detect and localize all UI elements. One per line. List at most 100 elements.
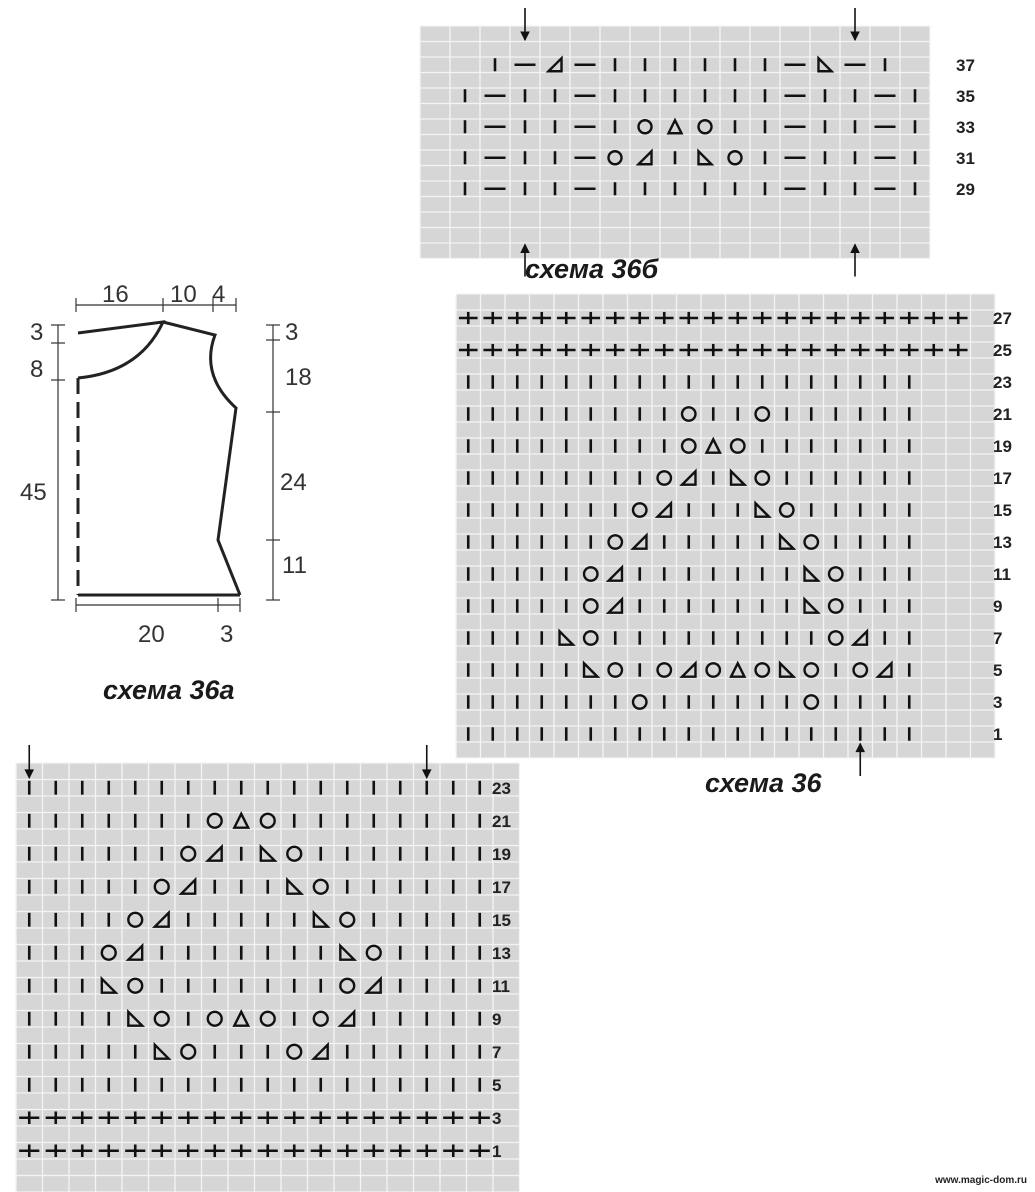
dim-left-2: 8 [30,356,43,383]
ssk-right-symbol [312,909,331,928]
garter-stitch-symbol [125,1111,146,1125]
ssk-right-symbol [697,148,715,166]
yarn-over-symbol [339,977,356,994]
garter-stitch-symbol [507,343,527,357]
garter-stitch-symbol [483,311,503,325]
garter-stitch-symbol [98,1111,119,1125]
row-number-label: 19 [993,437,1012,456]
row-number-label: 11 [492,977,510,996]
garter-stitch-symbol [257,1144,278,1158]
garment-schematic: 16 10 4 3 8 45 3 18 24 11 20 3 [20,281,312,648]
yarn-over-symbol [100,944,117,961]
double-decrease-symbol [704,436,722,454]
garter-stitch-symbol [416,1144,437,1158]
arrow-down-icon [850,8,860,42]
garter-stitch-symbol [151,1111,172,1125]
garter-stitch-symbol [875,343,895,357]
double-decrease-symbol [666,117,684,135]
yarn-over-symbol [680,406,697,422]
garter-stitch-symbol [483,343,503,357]
k2tog-left-symbol [125,942,144,961]
yarn-over-symbol [803,662,820,678]
garter-stitch-symbol [284,1144,305,1158]
yarn-over-symbol [180,845,197,862]
yarn-over-symbol [127,911,144,928]
row-number-label: 21 [993,405,1012,424]
k2tog-left-symbol [605,596,624,614]
garter-stitch-symbol [654,311,674,325]
garter-stitch-symbol [443,1144,464,1158]
garter-stitch-symbol [801,311,821,325]
garter-stitch-symbol [850,343,870,357]
yarn-over-symbol [206,1010,223,1027]
garter-stitch-symbol [948,343,968,357]
garter-stitch-symbol [151,1144,172,1158]
chart-36a-caption: схема 36а [103,675,235,705]
garter-stitch-symbol [443,1111,464,1125]
ssk-right-symbol [259,843,278,862]
yarn-over-symbol [312,878,329,895]
garter-stitch-symbol [532,343,552,357]
ssk-right-symbol [127,1008,146,1027]
dim-top-2: 10 [170,281,197,308]
row-number-label: 11 [993,565,1011,584]
k2tog-left-symbol [875,660,893,678]
ssk-right-symbol [582,660,601,678]
dim-left-3: 45 [20,479,47,506]
yarn-over-symbol [705,662,722,678]
arrow-up-icon [850,243,860,277]
garter-stitch-symbol [204,1111,225,1125]
row-number-label: 9 [993,597,1002,616]
garter-stitch-symbol [363,1111,384,1125]
garter-stitch-symbol [178,1111,199,1125]
garter-stitch-symbol [899,343,919,357]
garter-stitch-symbol [19,1111,40,1125]
garter-stitch-symbol [556,311,576,325]
dim-left-1: 3 [30,319,43,346]
k2tog-left-symbol [679,660,697,678]
arrow-down-icon [520,8,530,42]
row-number-label: 5 [492,1076,501,1095]
k2tog-left-symbol [178,876,197,895]
yarn-over-symbol [803,694,820,710]
chart-36-caption: схема 36 [705,768,822,798]
yarn-over-symbol [852,662,869,678]
yarn-over-symbol [778,502,795,518]
row-number-label: 37 [956,56,975,75]
yarn-over-symbol [637,119,653,135]
row-number-label: 15 [993,501,1012,520]
yarn-over-symbol [259,1010,276,1027]
yarn-over-symbol [656,662,673,678]
k2tog-left-symbol [363,975,382,994]
yarn-over-symbol [607,150,623,166]
garter-stitch-symbol [777,311,797,325]
garter-stitch-symbol [390,1144,411,1158]
garter-stitch-symbol [72,1144,93,1158]
k2tog-left-symbol [605,564,624,582]
garter-stitch-symbol [257,1111,278,1125]
garter-stitch-symbol [284,1111,305,1125]
garter-stitch-symbol [703,311,723,325]
garter-stitch-symbol [125,1144,146,1158]
row-number-label: 13 [993,533,1012,552]
k2tog-left-symbol [310,1041,329,1060]
yarn-over-symbol [127,977,144,994]
garter-stitch-symbol [363,1144,384,1158]
garter-stitch-symbol [728,311,748,325]
yarn-over-symbol [729,438,746,454]
k2tog-left-symbol [654,500,673,518]
yarn-over-symbol [827,566,844,582]
dim-bottom-2: 3 [220,621,233,648]
garter-stitch-symbol [752,343,772,357]
ssk-right-symbol [778,660,797,678]
garter-stitch-symbol [728,343,748,357]
garter-stitch-symbol [310,1144,331,1158]
ssk-right-symbol [153,1041,172,1060]
garter-stitch-symbol [875,311,895,325]
ssk-right-symbol [100,975,119,994]
garter-stitch-symbol [801,343,821,357]
garter-stitch-symbol [458,343,478,357]
garter-stitch-symbol [507,311,527,325]
yarn-over-symbol [153,878,170,895]
